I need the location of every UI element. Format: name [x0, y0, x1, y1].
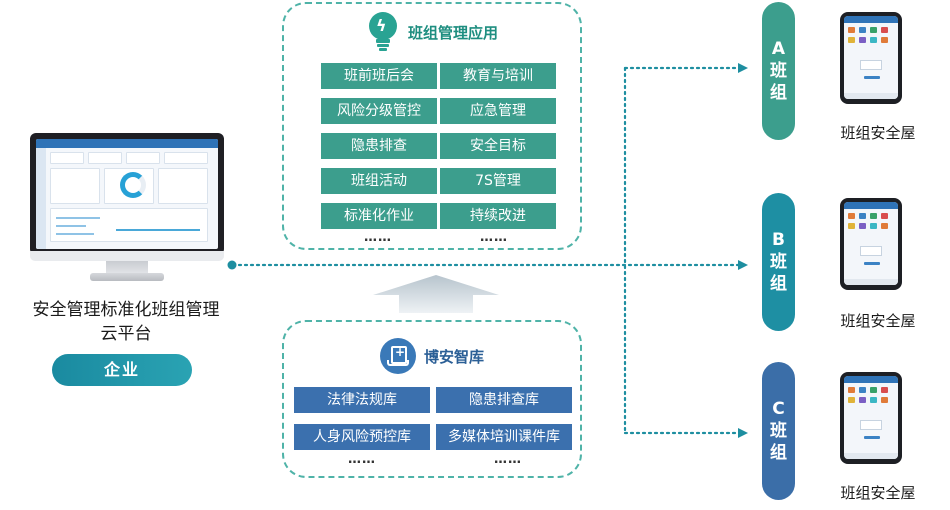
- tile-app-9: 标准化作业: [321, 203, 437, 229]
- up-arrow-icon: [373, 275, 499, 313]
- platform-title: 安全管理标准化班组管理 云平台: [32, 300, 220, 344]
- team-c-letter: C: [772, 399, 785, 419]
- team-a-pill: A 班 组: [762, 2, 795, 140]
- team-c-phone: [840, 372, 902, 464]
- monitor-illustration: [30, 133, 224, 283]
- tile-lib-1: 法律法规库: [294, 387, 430, 413]
- team-apps-title: 班组管理应用: [407, 23, 498, 42]
- tile-app-4: 应急管理: [440, 98, 556, 124]
- team-b-label-2: 组: [770, 274, 787, 294]
- tile-app-7: 班组活动: [321, 168, 437, 194]
- tile-app-8: 7S管理: [440, 168, 556, 194]
- enterprise-badge: 企业: [52, 354, 192, 386]
- knowledge-base-panel: 博安智库 法律法规库 隐患排查库 人身风险预控库 多媒体培训课件库 …… ……: [282, 320, 582, 478]
- tile-app-10: 持续改进: [440, 203, 556, 229]
- team-a-house-label: 班组安全屋: [840, 124, 916, 142]
- team-a-label-1: 班: [770, 61, 787, 81]
- team-b-phone: [840, 198, 902, 290]
- arrowhead-c: [738, 428, 748, 438]
- dashboard-screenshot: [36, 139, 218, 249]
- knowledge-base-more-right: ……: [494, 452, 522, 467]
- phone-screen: [844, 16, 898, 99]
- tile-lib-3: 人身风险预控库: [294, 424, 430, 450]
- tile-app-3: 风险分级管控: [321, 98, 437, 124]
- team-apps-more-right: ……: [480, 230, 508, 245]
- tile-app-6: 安全目标: [440, 133, 556, 159]
- team-a-letter: A: [771, 39, 786, 59]
- tile-lib-4: 多媒体培训课件库: [436, 424, 572, 450]
- arrowhead-a: [738, 63, 748, 73]
- team-c-label-2: 组: [770, 443, 787, 463]
- tile-app-1: 班前班后会: [321, 63, 437, 89]
- monitor-stand: [106, 261, 148, 275]
- connector-origin-dot: [227, 260, 237, 270]
- phone-screen: [844, 376, 898, 459]
- team-apps-header: ϟ 班组管理应用: [284, 12, 580, 52]
- monitor-base: [90, 273, 164, 281]
- knowledge-base-more-left: ……: [348, 452, 376, 467]
- team-b-house-label: 班组安全屋: [840, 312, 916, 330]
- team-c-pill: C 班 组: [762, 362, 795, 500]
- tile-lib-2: 隐患排查库: [436, 387, 572, 413]
- team-apps-panel: ϟ 班组管理应用 班前班后会 教育与培训 风险分级管控 应急管理 隐患排查 安全…: [282, 2, 582, 250]
- team-apps-more-left: ……: [364, 230, 392, 245]
- team-a-label-2: 组: [770, 83, 787, 103]
- team-a-phone: [840, 12, 902, 104]
- document-library-icon: [379, 338, 416, 374]
- tile-app-2: 教育与培训: [440, 63, 556, 89]
- knowledge-base-title: 博安智库: [423, 347, 484, 366]
- monitor-chin: [30, 251, 224, 261]
- arrowhead-b: [738, 260, 748, 270]
- knowledge-base-header: 博安智库: [284, 338, 580, 374]
- monitor-frame: [30, 133, 224, 255]
- phone-screen: [844, 202, 898, 285]
- team-c-house-label: 班组安全屋: [840, 484, 916, 502]
- team-b-label-1: 班: [770, 252, 787, 272]
- team-b-pill: B 班 组: [762, 193, 795, 331]
- tile-app-5: 隐患排查: [321, 133, 437, 159]
- lightbulb-bolt-icon: ϟ: [366, 12, 400, 52]
- team-b-letter: B: [772, 230, 785, 250]
- team-c-label-1: 班: [770, 421, 787, 441]
